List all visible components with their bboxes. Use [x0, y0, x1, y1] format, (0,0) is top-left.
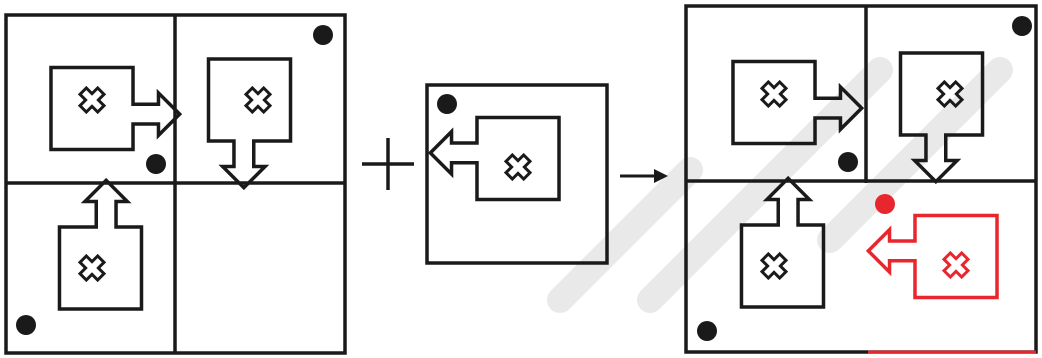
- rotated-shape-icon: [852, 10, 1026, 184]
- dot-marker: [146, 154, 166, 174]
- plus-icon: [362, 138, 414, 190]
- single-box-frame: [425, 83, 609, 265]
- result-cell-bottom-left: [697, 176, 872, 350]
- left-cell-bottom-left: [16, 178, 190, 352]
- rotated-shape-icon: [428, 69, 602, 243]
- result-cell-top-right: [852, 10, 1032, 184]
- result-grid: [684, 4, 1040, 354]
- dot-marker: [838, 152, 858, 172]
- dot-marker: [875, 194, 895, 214]
- result-grid-frame: [684, 4, 1038, 354]
- rotated-shape-icon: [16, 178, 190, 352]
- dot-marker: [1012, 16, 1032, 36]
- dot-marker: [16, 315, 36, 335]
- rotated-shape-icon: [160, 16, 334, 190]
- result-cell-bottom-right-highlighted: [866, 167, 1040, 354]
- left-cell-top-right: [160, 16, 334, 190]
- rotated-shape-icon: [698, 176, 872, 350]
- left-grid: [4, 13, 347, 355]
- dot-marker: [313, 25, 333, 45]
- single-box: [425, 69, 609, 265]
- result-cell-top-left: [690, 18, 864, 192]
- left-cell-top-left: [8, 24, 182, 198]
- right-arrow-icon: [620, 169, 668, 183]
- dot-marker: [437, 94, 457, 114]
- dot-marker: [697, 321, 717, 341]
- watermark: [547, 57, 1013, 313]
